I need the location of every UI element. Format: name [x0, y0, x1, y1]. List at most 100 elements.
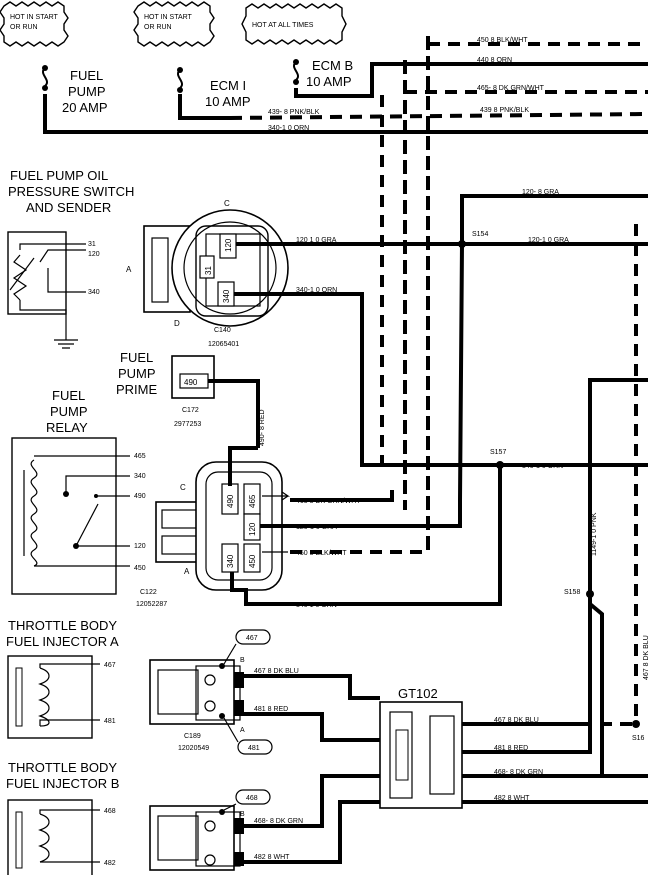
wire-label-340-c140: 340-1 0 ORN [296, 287, 337, 294]
c122-letter-a: A [184, 567, 190, 576]
relay-title-line-3: RELAY [46, 420, 88, 435]
inj-a-pin-467: 467 [104, 662, 116, 669]
c122-cavity-450: 450 [248, 554, 257, 568]
prime-id: C172 [182, 407, 199, 414]
wire-label-490: 490- 8 RED [259, 409, 266, 446]
relay-title-line-2: PUMP [50, 404, 88, 419]
prime-title-line-2: PUMP [118, 366, 156, 381]
wire-label-481-gt: 481 8 RED [494, 745, 528, 752]
hot-label-line-2: OR RUN [10, 24, 38, 31]
inj-a-title-line-2: FUEL INJECTOR A [6, 634, 119, 649]
wire-group-top [43, 36, 649, 555]
wire-label-440: 440 8 ORN [477, 57, 512, 64]
wire-label-340-top: 340-1 0 ORN [268, 125, 309, 132]
c140-id: C140 [214, 327, 231, 334]
wire-label-120-c140: 120 1 0 GRA [296, 237, 337, 244]
prime-title-line-3: PRIME [116, 382, 158, 397]
c140-part: 12065401 [208, 341, 239, 348]
wire-label-120-c122: 120-1 0 GRA [296, 524, 337, 531]
relay-pin-465: 465 [134, 453, 146, 460]
wire-label-120-top: 120- 8 GRA [522, 189, 559, 196]
c122-cavity-120: 120 [248, 522, 257, 536]
fuse-ecm-b: ECM B 10 AMP [293, 58, 353, 89]
connector-c122: 490 465 120 340 450 C A C122 12052287 [136, 461, 283, 608]
hot-label-text: HOT AT ALL TIMES [252, 22, 314, 29]
c122-cavity-340: 340 [226, 554, 235, 568]
c140-letter-a: A [126, 265, 132, 274]
prime-part: 2977253 [174, 421, 201, 428]
c189-letter-a: A [240, 727, 245, 734]
hot-label-line-1: HOT IN START [144, 14, 193, 21]
wire-label-439-left: 439- 8 PNK/BLK [268, 109, 320, 116]
wire-label-482-inj: 482 8 WHT [254, 854, 290, 861]
fuse-label-line-1: ECM B [312, 58, 353, 73]
hot-label-all-times: HOT AT ALL TIMES [241, 3, 347, 45]
wire-label-467-right: 467 8 DK BLU [643, 635, 650, 680]
c140-letter-c: C [224, 199, 230, 208]
hot-label-line-1: HOT IN START [10, 14, 59, 21]
switch-pin-31: 31 [88, 241, 96, 248]
fuse-ecm-i: ECM I 10 AMP [177, 67, 251, 109]
hot-label-start-run-2: HOT IN START OR RUN [133, 1, 215, 47]
wire-label-1149: 1149-1 0 PNK [591, 512, 598, 556]
wire-label-467-gt: 467 8 DK BLU [494, 717, 539, 724]
c189-letter-b: B [240, 657, 245, 664]
switch-pin-340: 340 [88, 289, 100, 296]
splice-s157: S157 [490, 449, 506, 456]
inj-b-title-line-1: THROTTLE BODY [8, 760, 117, 775]
wire-label-482-gt: 482 8 WHT [494, 795, 530, 802]
prime-cavity-490: 490 [184, 378, 198, 387]
switch-title-line-1: FUEL PUMP OIL [10, 168, 108, 183]
c-inj-b-tag-468: 468 [246, 795, 258, 802]
inj-a-title-line-1: THROTTLE BODY [8, 618, 117, 633]
splice-s158: S158 [564, 589, 580, 596]
fuse-label-line-2: 10 AMP [306, 74, 352, 89]
c189-id: C189 [184, 733, 201, 740]
c122-id: C122 [140, 589, 157, 596]
fuse-label-line-2: PUMP [68, 84, 106, 99]
c122-cavity-490: 490 [226, 494, 235, 508]
hot-label-start-run-1: HOT IN START OR RUN [0, 1, 69, 47]
c140-cavity-120: 120 [224, 238, 233, 252]
wire-label-340-s157: 340-1 0 ORN [522, 463, 563, 470]
c140-cavity-340: 340 [222, 289, 231, 303]
prime-title-line-1: FUEL [120, 350, 153, 365]
relay-pin-450: 450 [134, 565, 146, 572]
wire-label-465-top: 465- 8 DK GRN/WHT [477, 85, 545, 92]
inj-a-pin-481: 481 [104, 718, 116, 725]
c122-part: 12052287 [136, 601, 167, 608]
injector-b: THROTTLE BODY FUEL INJECTOR B 468 482 [6, 760, 119, 875]
switch-pin-120: 120 [88, 251, 100, 258]
c189-part: 12020549 [178, 745, 209, 752]
wire-label-467-c189: 467 8 DK BLU [254, 668, 299, 675]
wire-label-468-inj: 468- 8 DK GRN [254, 818, 303, 825]
switch-title-line-2: PRESSURE SWITCH [8, 184, 134, 199]
wire-label-120-s154: 120-1 0 GRA [528, 237, 569, 244]
fuse-label-line-1: ECM I [210, 78, 246, 93]
c189-tag-481: 481 [248, 745, 260, 752]
relay-pin-120: 120 [134, 543, 146, 550]
fuel-pump-relay: FUEL PUMP RELAY 465 340 490 120 450 [11, 388, 146, 595]
relay-pin-340: 340 [134, 473, 146, 480]
connector-c189: 467 481 B A C189 12020549 [149, 629, 273, 755]
wire-label-450-c122: 450 8 BLK/WHT [296, 550, 347, 557]
connector-gt102: GT102 12084616 [379, 686, 463, 809]
connector-injector-b: 468 B [149, 789, 271, 871]
c122-letter-c: C [180, 483, 186, 492]
injector-a: THROTTLE BODY FUEL INJECTOR A 467 481 [6, 618, 119, 739]
c140-cavity-31: 31 [204, 266, 213, 275]
c122-cavity-465: 465 [248, 494, 257, 508]
splice-s154: S154 [472, 231, 488, 238]
c-inj-b-letter-b: B [240, 811, 245, 818]
wire-label-465-c122: 465 8 DK GRN/WHT [296, 498, 361, 505]
switch-title-line-3: AND SENDER [26, 200, 111, 215]
splice-s16x: S16 [632, 735, 645, 742]
hot-label-line-2: OR RUN [144, 24, 172, 31]
wire-label-468-gt: 468- 8 DK GRN [494, 769, 543, 776]
fuse-fuel-pump: FUEL PUMP 20 AMP [42, 65, 108, 115]
fuel-pump-prime: FUEL PUMP PRIME 490 C172 2977253 [116, 350, 215, 428]
wire-label-450-top: 450 8 BLK/WHT [477, 37, 528, 44]
inj-b-pin-482: 482 [104, 860, 116, 867]
c140-letter-d: D [174, 319, 180, 328]
c189-tag-467: 467 [246, 635, 258, 642]
